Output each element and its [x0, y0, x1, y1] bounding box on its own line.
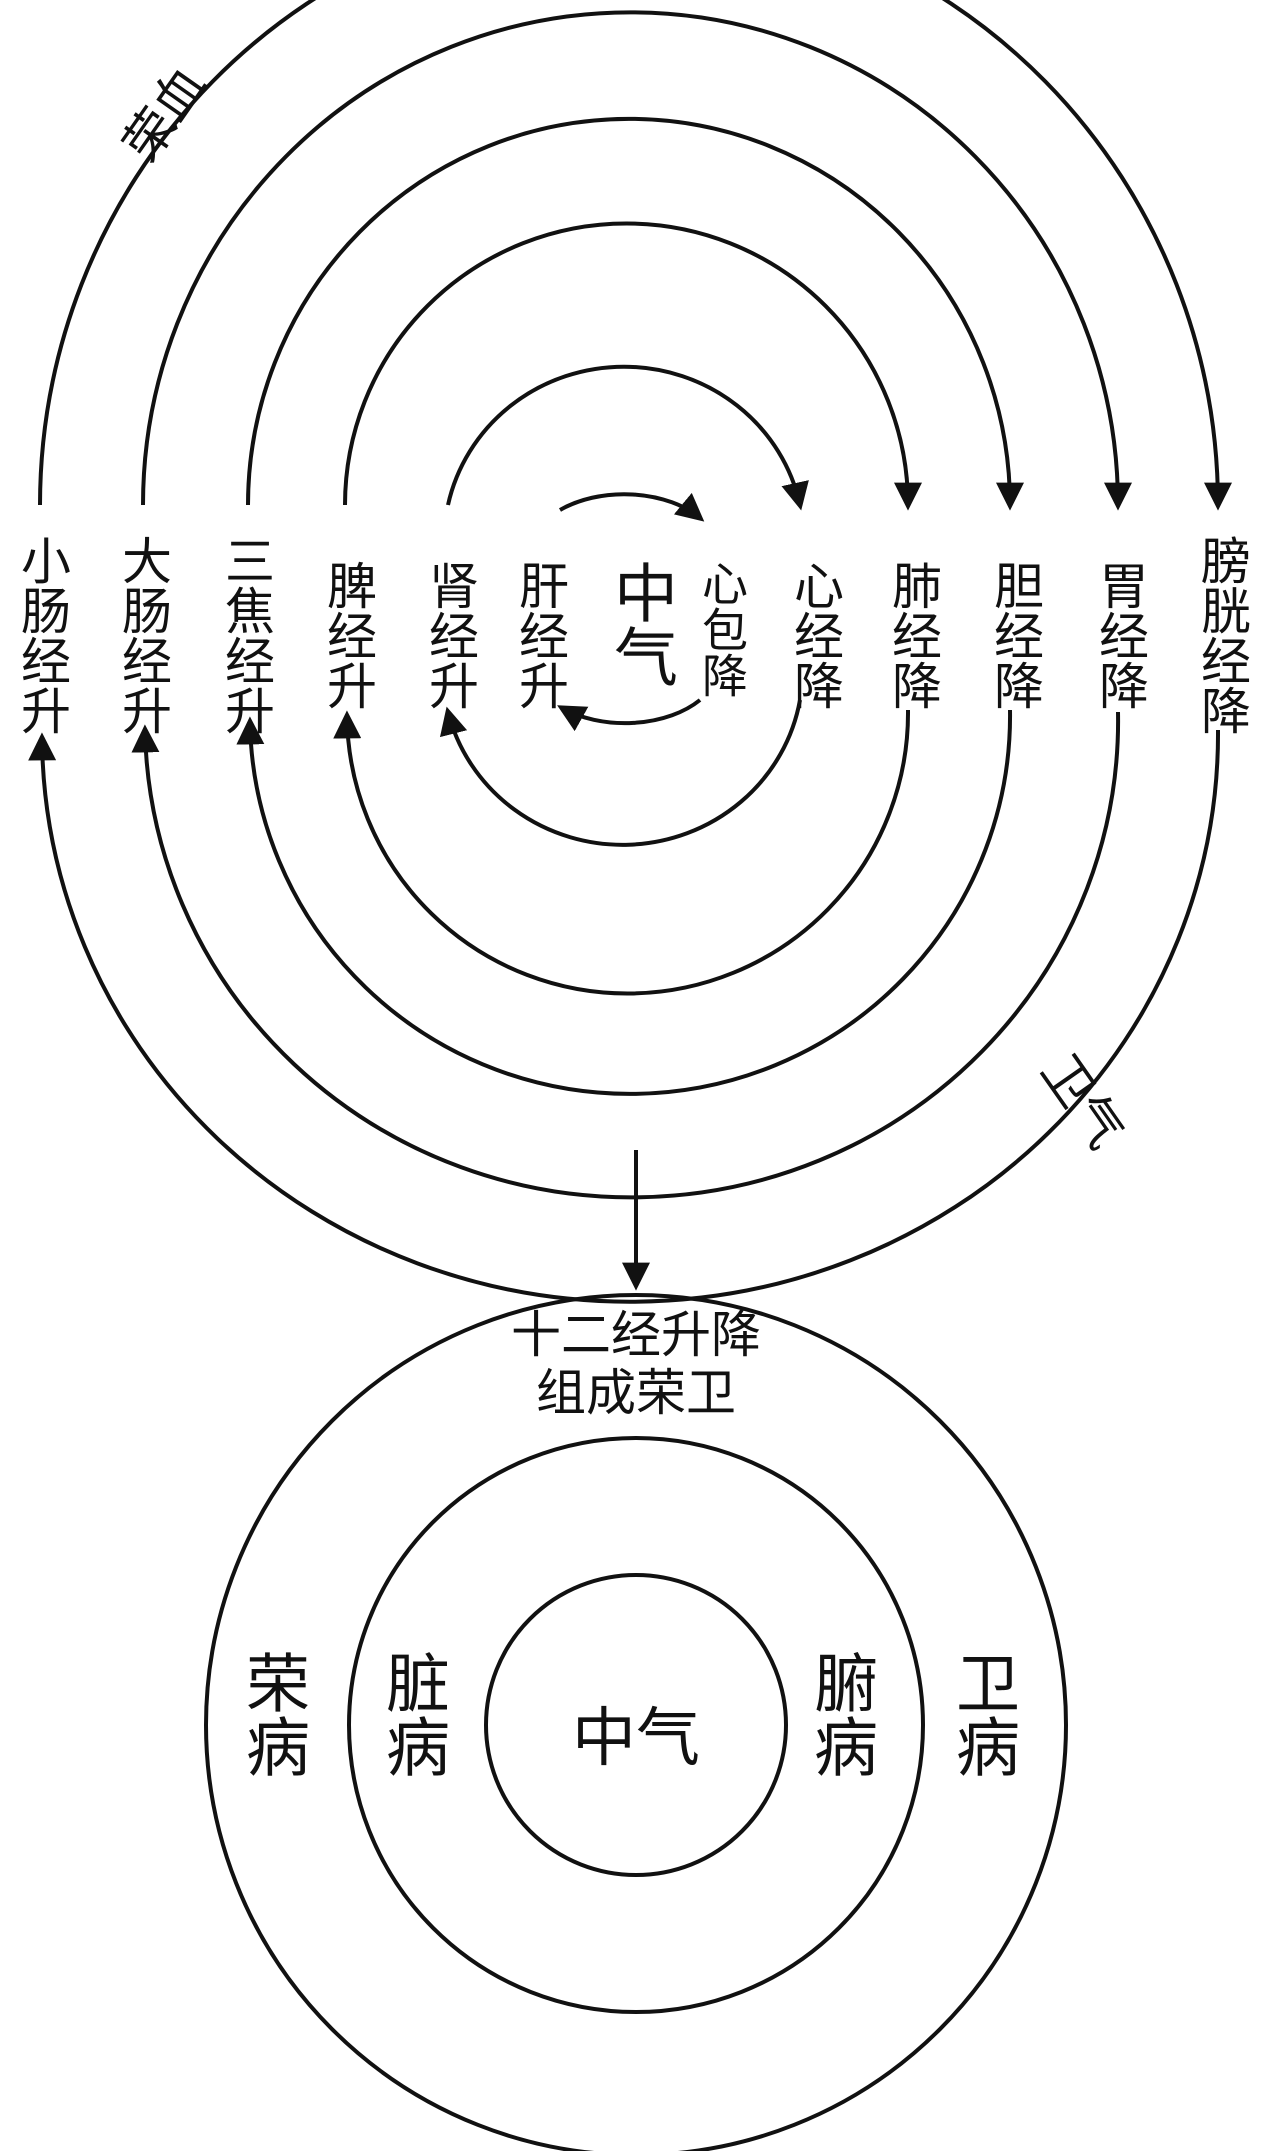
- label-large-intestine: 大肠经升: [114, 535, 172, 735]
- lower-circles: [204, 1293, 1068, 2151]
- inner-circle: [484, 1573, 788, 1877]
- rise-labels: 小肠经升 大肠经升 三焦经升 脾经升 肾经升 肝经升: [13, 535, 569, 735]
- label-bladder: 膀胱经降: [1193, 535, 1251, 735]
- label-liver: 肝经升: [511, 560, 569, 710]
- label-zang-disease: 脏病: [375, 1650, 449, 1778]
- arc-bottom-ring5: [131, 711, 1121, 1200]
- arc-top-ring3: [343, 221, 922, 511]
- arc-bottom-ring6: [28, 729, 1221, 1304]
- label-rong-xue: 荣血: [112, 57, 217, 172]
- label-small-intestine: 小肠经升: [13, 535, 71, 735]
- arc-bottom-ring1: [557, 698, 702, 732]
- arc-top-ring6: [38, 0, 1232, 511]
- label-fu-disease: 腑病: [803, 1650, 877, 1778]
- arc-top-ring2: [446, 364, 809, 511]
- bottom-title-line1: 十二经升降: [511, 1306, 761, 1364]
- label-heart: 心经降: [786, 560, 844, 710]
- descend-labels: 心包降 心经降 肺经降 胆经降 胃经降 膀胱经降: [695, 535, 1251, 735]
- arc-top-ring4: [246, 116, 1024, 511]
- arc-top-ring5: [141, 10, 1132, 511]
- upper-arcs: [28, 0, 1232, 1304]
- label-rong-disease: 荣病: [235, 1650, 309, 1778]
- label-spleen: 脾经升: [319, 560, 377, 710]
- label-sanjiao: 三焦经升: [217, 535, 275, 735]
- label-stomach: 胃经降: [1091, 560, 1149, 710]
- label-wei-qi: 卫气: [1030, 1044, 1135, 1159]
- outer-circle: [204, 1293, 1068, 2151]
- arc-bottom-ring4: [236, 709, 1013, 1096]
- middle-circle: [347, 1436, 925, 2014]
- label-wei-disease: 卫病: [945, 1650, 1019, 1778]
- label-center-qi-top: 中气: [603, 560, 677, 688]
- label-pericardium: 心包降: [695, 560, 749, 698]
- label-lung: 肺经降: [884, 560, 942, 710]
- arc-bottom-ring3: [333, 709, 911, 996]
- label-gallbladder: 胆经降: [986, 560, 1044, 710]
- arc-top-ring1: [558, 492, 705, 522]
- label-kidney: 肾经升: [421, 560, 479, 710]
- arc-bottom-ring2: [440, 699, 802, 847]
- bottom-title-line2: 组成荣卫: [536, 1364, 736, 1422]
- label-center-qi-bottom: 中气: [572, 1702, 700, 1776]
